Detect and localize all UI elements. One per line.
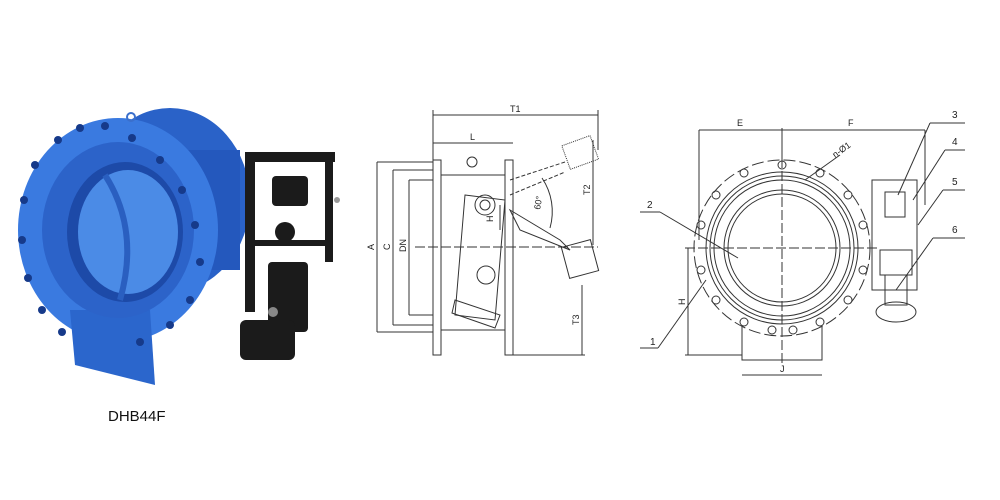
side-view-drawing: T1 L 60° H T2 T3	[360, 100, 620, 370]
valve-photo: DHB44F	[0, 0, 350, 440]
dim-T2: T2	[582, 184, 592, 195]
side-view-svg: T1 L 60° H T2 T3	[366, 104, 600, 356]
callout-1: 1	[650, 337, 656, 348]
callout-3: 3	[952, 110, 958, 121]
callout-6: 6	[952, 225, 958, 236]
dim-DN: DN	[398, 239, 408, 252]
dim-A: A	[366, 244, 376, 250]
front-view-svg: E F J H n-Ø1	[640, 110, 965, 376]
callout-leaders	[640, 122, 965, 349]
model-caption: DHB44F	[108, 408, 166, 425]
dim-E: E	[737, 118, 743, 128]
dim-L: L	[470, 132, 475, 142]
callout-2: 2	[647, 200, 653, 211]
dim-angle: 60°	[532, 195, 544, 211]
dim-C: C	[382, 243, 392, 250]
callout-5: 5	[952, 177, 958, 188]
dim-F: F	[848, 118, 854, 128]
dim-bolt-holes: n-Ø1	[830, 140, 852, 160]
dim-J: J	[780, 364, 785, 374]
valve-photo-illustration	[18, 108, 340, 385]
front-view-drawing: E F J H n-Ø1	[630, 100, 980, 390]
dim-T1: T1	[510, 104, 521, 114]
dim-H-front: H	[677, 299, 687, 306]
callout-4: 4	[952, 137, 958, 148]
dim-T3: T3	[571, 314, 581, 325]
dim-H-side: H	[485, 216, 495, 223]
